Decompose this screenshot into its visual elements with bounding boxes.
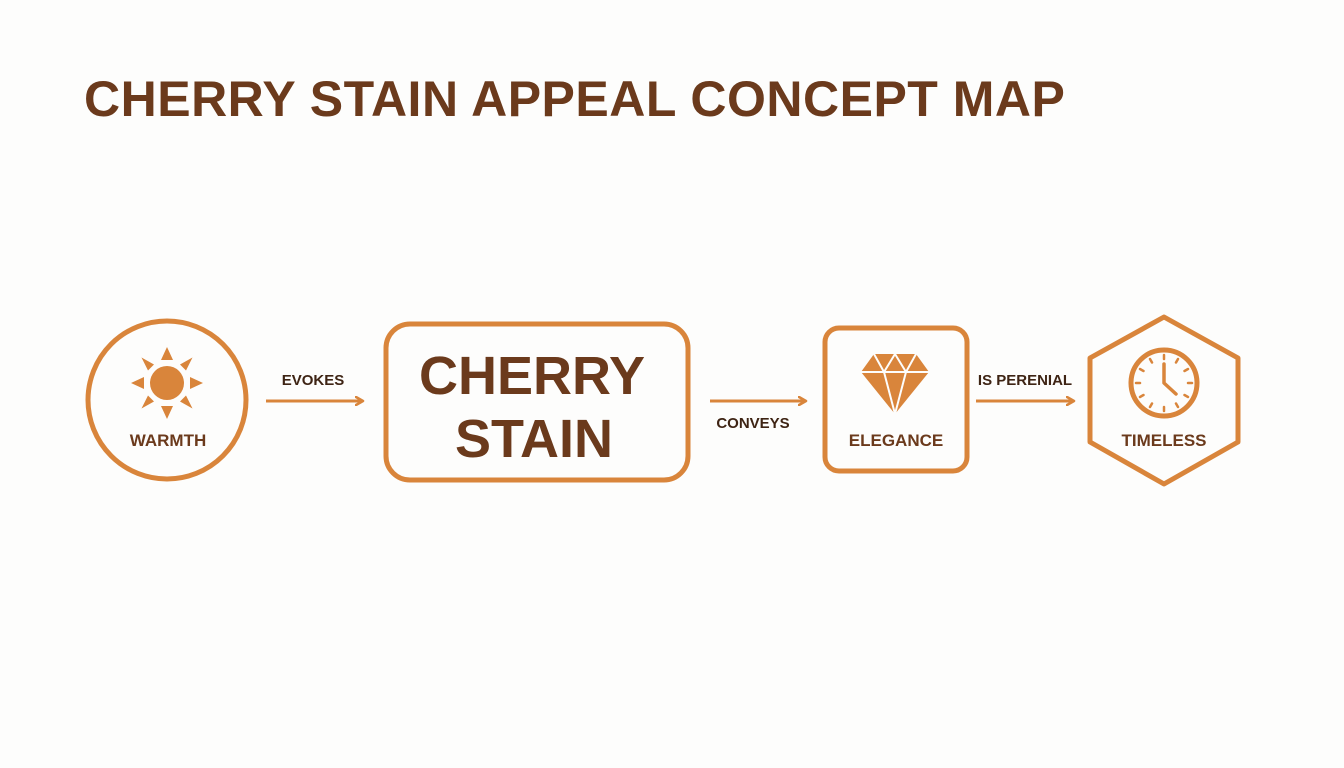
edge-conveys: CONVEYS bbox=[710, 401, 806, 432]
warmth-label: WARMTH bbox=[130, 431, 206, 450]
edge-label-is-perenial: IS PERENIAL bbox=[978, 372, 1072, 389]
node-elegance: ELEGANCE bbox=[822, 325, 970, 474]
edge-is-perenial: IS PERENIAL bbox=[976, 372, 1074, 401]
cherry-stain-label-line1: CHERRY bbox=[419, 346, 645, 406]
node-timeless: TIMELESS bbox=[1087, 314, 1241, 487]
warmth-circle bbox=[85, 318, 249, 482]
clock-icon bbox=[1128, 347, 1200, 419]
node-warmth: WARMTH bbox=[85, 318, 249, 482]
timeless-hexagon bbox=[1087, 314, 1241, 487]
diamond-icon bbox=[861, 353, 929, 415]
cherry-stain-box bbox=[383, 321, 691, 483]
node-cherry-stain: CHERRY STAIN bbox=[383, 321, 691, 483]
edge-label-evokes: EVOKES bbox=[282, 372, 345, 389]
edge-label-conveys: CONVEYS bbox=[716, 415, 789, 432]
page-title: CHERRY STAIN APPEAL CONCEPT MAP bbox=[84, 71, 1066, 127]
edge-evokes: EVOKES bbox=[266, 372, 363, 401]
elegance-label: ELEGANCE bbox=[849, 431, 943, 450]
elegance-box bbox=[822, 325, 970, 474]
cherry-stain-label-line2: STAIN bbox=[455, 409, 613, 469]
timeless-label: TIMELESS bbox=[1121, 431, 1206, 450]
sun-icon bbox=[131, 347, 203, 419]
